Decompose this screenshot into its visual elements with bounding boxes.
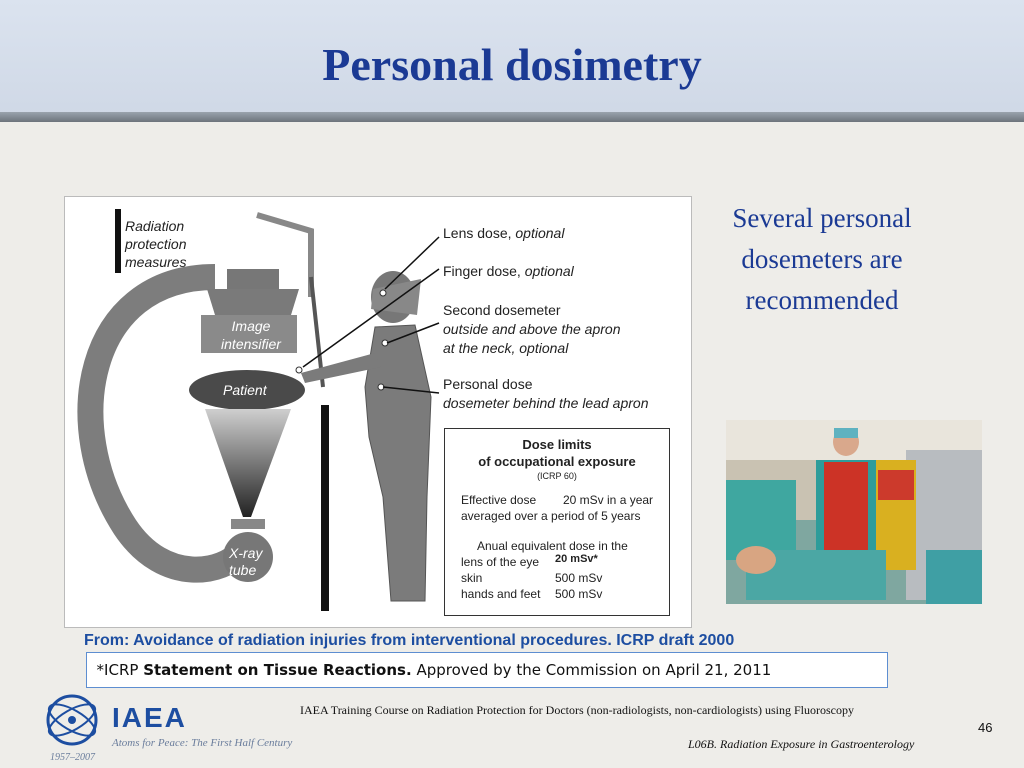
patient-label: Patient [223, 382, 267, 398]
xray-tube-label: X-ray tube [229, 545, 263, 578]
image-intensifier [201, 315, 297, 353]
xray-tube [223, 532, 273, 582]
operating-room-photo [726, 420, 982, 604]
dose-limits-ref: (ICRP 60) [537, 471, 577, 481]
lens-eye-label: lens of the eye [461, 555, 540, 569]
skin-value: 500 mSv [555, 571, 603, 585]
iaea-logo-text: IAEA [112, 702, 187, 733]
iaea-years: 1957–2007 [50, 752, 95, 763]
slide-header [0, 0, 1024, 118]
personal-dose-label: Personal dose dosemeter behind the lead … [443, 376, 649, 411]
dose-limits-subtitle: of occupational exposure [478, 454, 636, 469]
second-dosemeter-label: Second dosemeter outside and above the a… [443, 302, 621, 356]
c-arm [77, 264, 251, 583]
lecture-title: L06B. Radiation Exposure in Gastroentero… [688, 737, 915, 751]
course-title: IAEA Training Course on Radiation Protec… [300, 703, 854, 717]
skin-label: skin [461, 571, 483, 585]
effective-dose-value: 20 mSv in a year [563, 493, 654, 507]
measures-bar [115, 209, 121, 273]
operator-body [364, 324, 432, 602]
image-intensifier-label: Image intensifier [221, 318, 281, 352]
xray-beam [205, 409, 291, 517]
patient-body [189, 370, 305, 410]
radiation-measures-label: Radiation protection measures [125, 218, 187, 270]
intensifier-top [227, 269, 279, 289]
header-divider [0, 112, 1024, 122]
operator-arm [301, 353, 381, 383]
effective-dose-label: Effective dose [461, 493, 537, 507]
lead-shield [321, 405, 329, 611]
hands-feet-label: hands and feet [461, 587, 541, 601]
effective-dose-period: averaged over a period of 5 years [461, 509, 641, 523]
icrp-rest: Approved by the Commission on April 21, … [411, 661, 772, 679]
iaea-logo-icon [46, 694, 98, 746]
dose-limits-title: Dose limits [522, 437, 592, 452]
dosimetry-figure: Radiation protection measures Image inte… [64, 196, 692, 628]
slide-title: Personal dosimetry [322, 39, 702, 90]
icrp-bold: Statement on Tissue Reactions. [143, 661, 412, 679]
recommendation-text: Several personal dosemeters are recommen… [732, 203, 912, 315]
page-number: 46 [978, 720, 993, 735]
annual-dose-label: Anual equivalent dose in the [477, 539, 628, 553]
hands-feet-value: 500 mSv [555, 587, 603, 601]
dose-limits-box: Dose limits of occupational exposure (IC… [444, 428, 670, 616]
source-citation: From: Avoidance of radiation injuries fr… [84, 632, 735, 649]
finger-dose-label: Finger dose, optional [443, 263, 574, 279]
lens-dose-label: Lens dose, optional [443, 225, 565, 241]
figure-drawing [77, 209, 440, 611]
icrp-statement: *ICRP Statement on Tissue Reactions. App… [86, 652, 888, 688]
iaea-tagline: Atoms for Peace: The First Half Century [112, 737, 293, 749]
icrp-prefix: *ICRP [96, 661, 144, 679]
lens-eye-value: 20 mSv* [555, 553, 598, 565]
